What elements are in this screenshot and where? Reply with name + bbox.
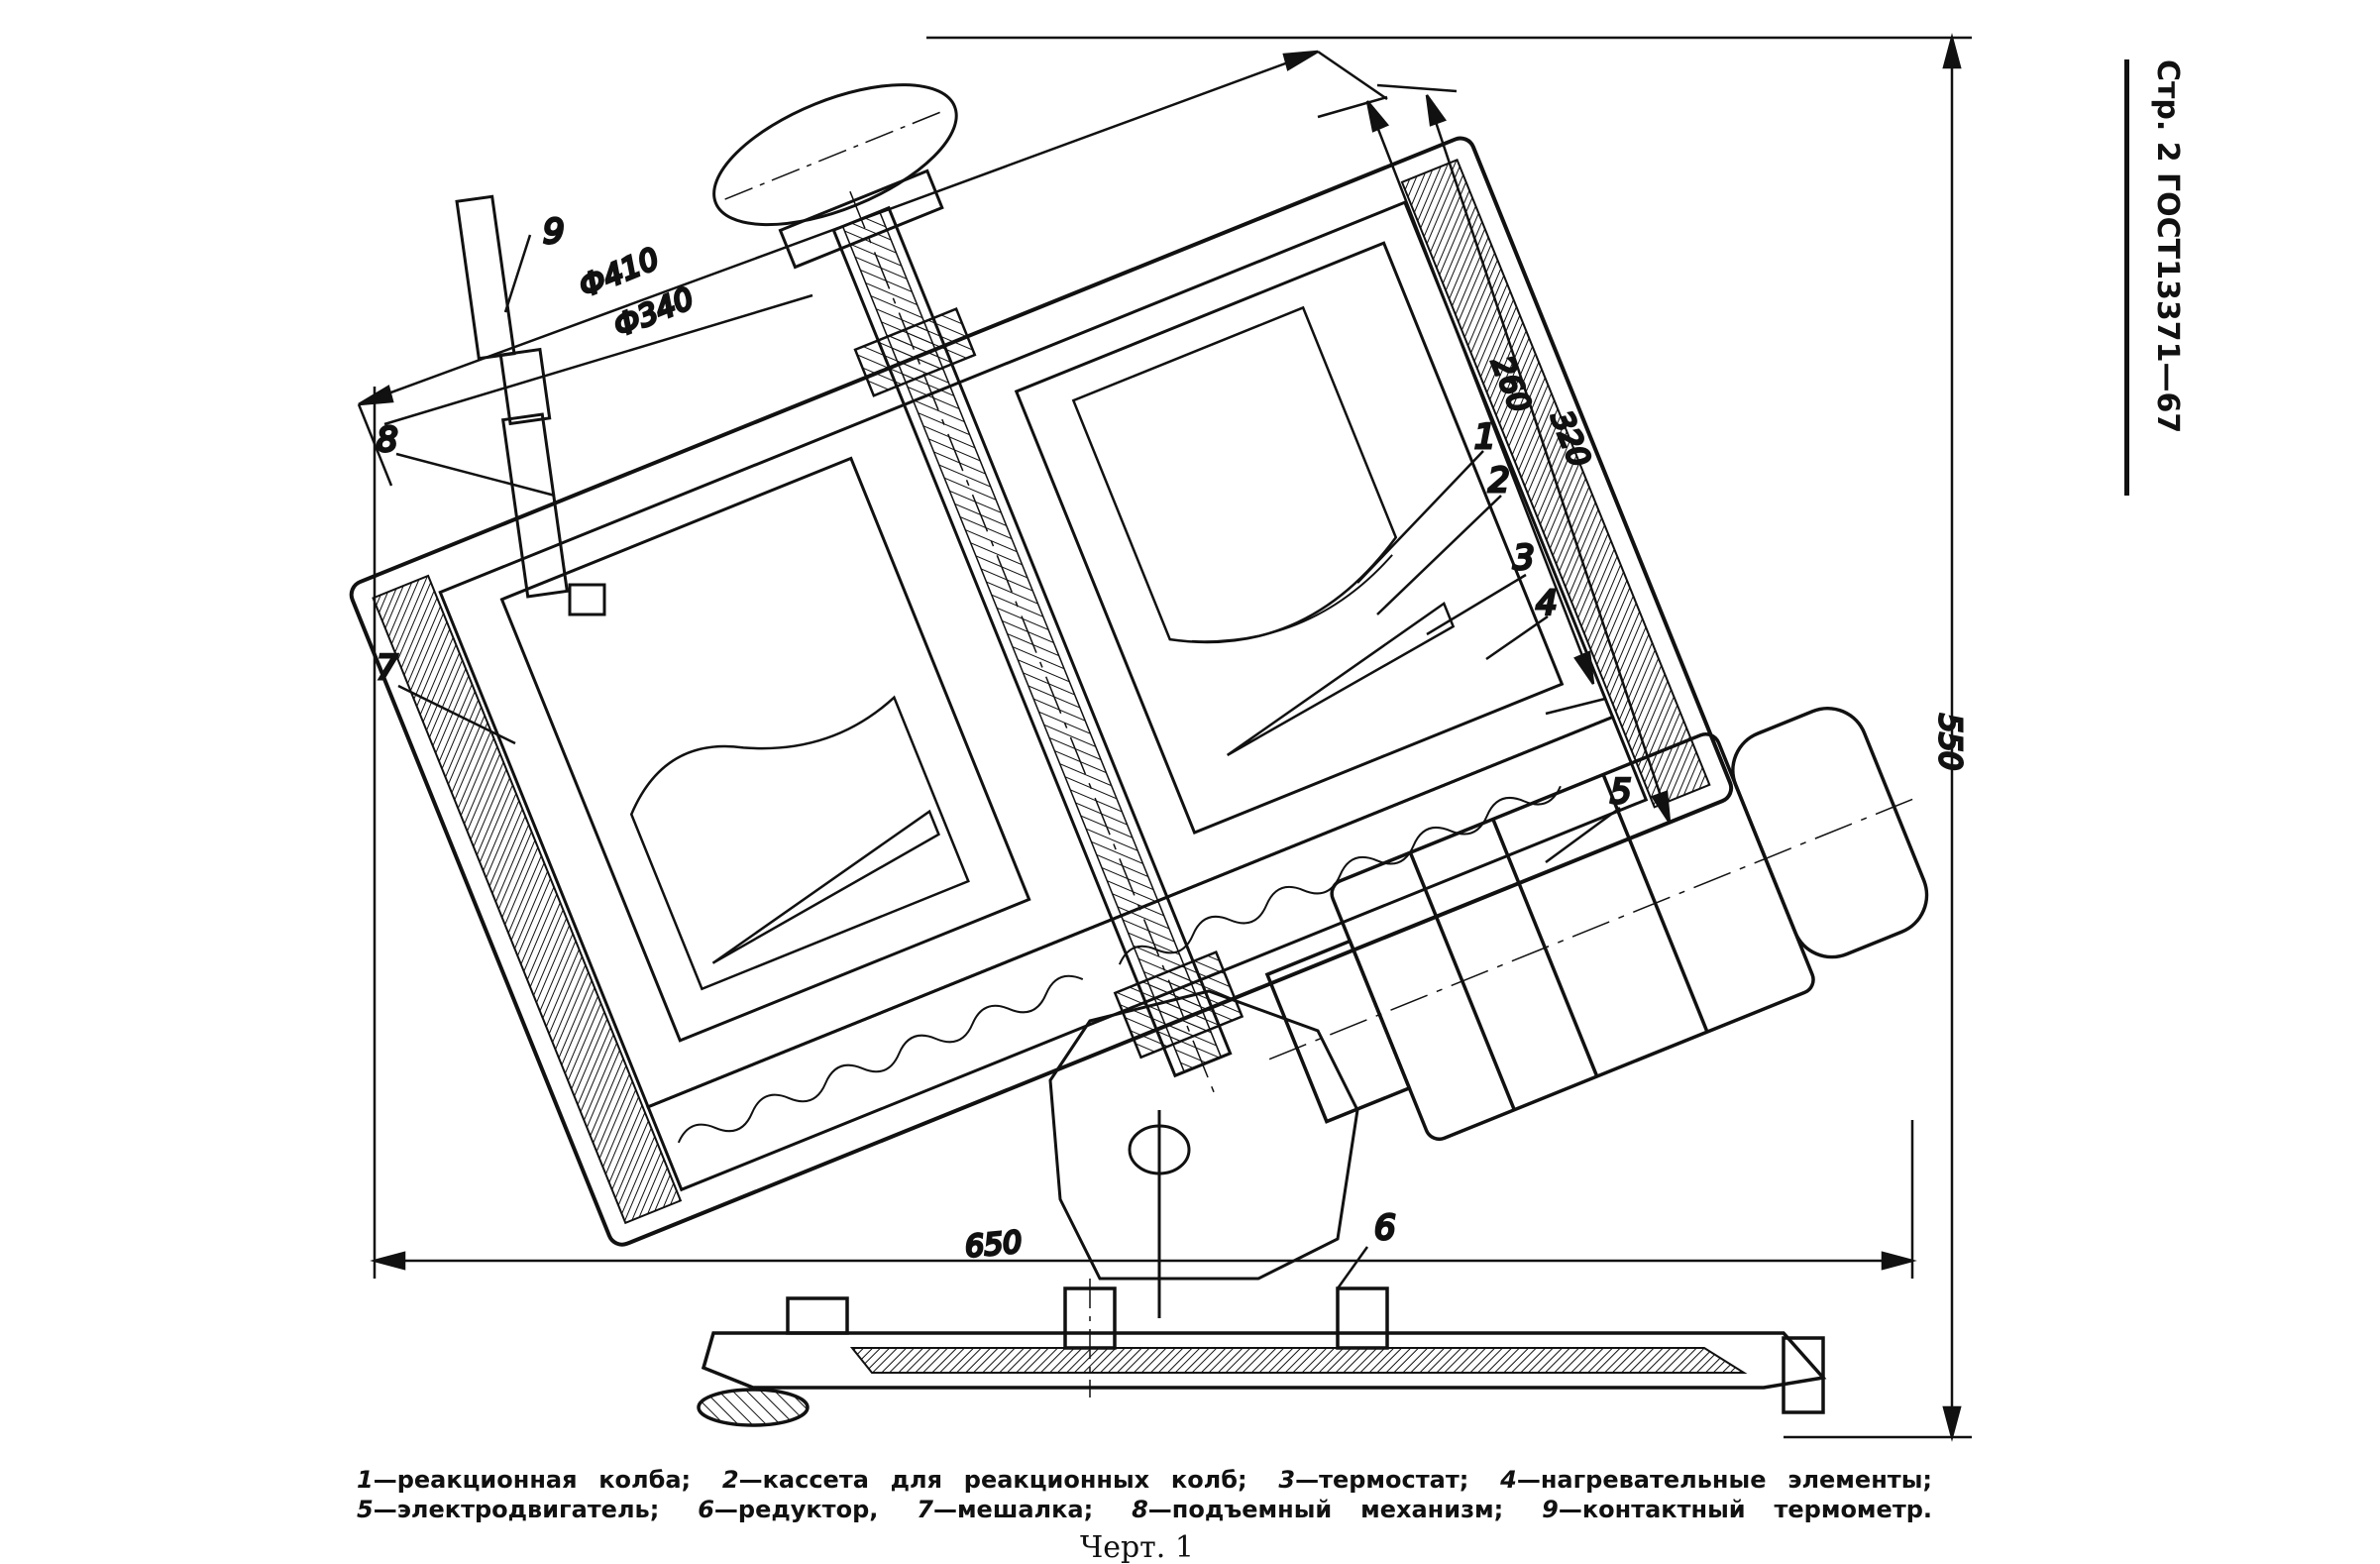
dimension-lines (357, 33, 1972, 1442)
callout-8: 8 (377, 420, 398, 460)
thermostat-housing (349, 136, 1734, 1247)
legend: 1—реакционная колба; 2—кассета для реакц… (357, 1465, 1942, 1524)
dimension-d650: 650 (964, 1225, 1024, 1265)
electric-motor (1264, 706, 1929, 1142)
legend-line-2: 5—электродвигатель; 6—редуктор, 7—мешалк… (357, 1495, 1942, 1524)
callout-1: 1 (1474, 417, 1496, 457)
legend-item-reducer: 6—редуктор, (698, 1496, 879, 1523)
callout-5: 5 (1610, 772, 1632, 812)
callout-3: 3 (1513, 538, 1535, 578)
legend-item-electric-motor: 5—электродвигатель; (357, 1496, 660, 1523)
callout-6: 6 (1374, 1208, 1396, 1248)
base-plate (697, 1279, 1827, 1427)
dimension-d550: 550 (1932, 714, 1967, 770)
legend-item-reaction-flask: 1—реакционная колба; (357, 1466, 692, 1494)
callout-labels: 9 1 2 3 4 5 6 7 8 (376, 211, 1634, 1250)
page-label: Стр. 2 (2150, 59, 2185, 163)
legend-item-lifting-mechanism: 8—подъемный механизм; (1132, 1496, 1504, 1523)
callout-7: 7 (377, 648, 398, 688)
reducer (1048, 989, 1359, 1318)
standard-code: ГОСТ13371—67 (2150, 172, 2185, 434)
legend-item-contact-thermometer: 9—контактный термометр. (1542, 1496, 1933, 1523)
callout-9: 9 (543, 212, 565, 252)
reaction-flask-top (712, 83, 958, 270)
leader-lines (395, 234, 1621, 1289)
contact-thermometer (455, 194, 606, 616)
callout-2: 2 (1488, 461, 1510, 501)
legend-item-stirrer: 7—мешалка; (917, 1496, 1094, 1523)
legend-item-thermostat: 3—термостат; (1278, 1466, 1469, 1494)
page-header: Стр. 2 ГОСТ13371—67 (2124, 59, 2185, 496)
dimension-labels: Ф410 Ф340 260 320 550 650 (573, 240, 1968, 1266)
figure-caption: Черт. 1 (1080, 1530, 1194, 1564)
callout-4: 4 (1536, 584, 1558, 623)
legend-item-heating-elements: 4—нагревательные элементы; (1500, 1466, 1932, 1494)
legend-line-1: 1—реакционная колба; 2—кассета для реакц… (357, 1465, 1942, 1495)
legend-item-cassette: 2—кассета для реакционных колб; (721, 1466, 1247, 1494)
